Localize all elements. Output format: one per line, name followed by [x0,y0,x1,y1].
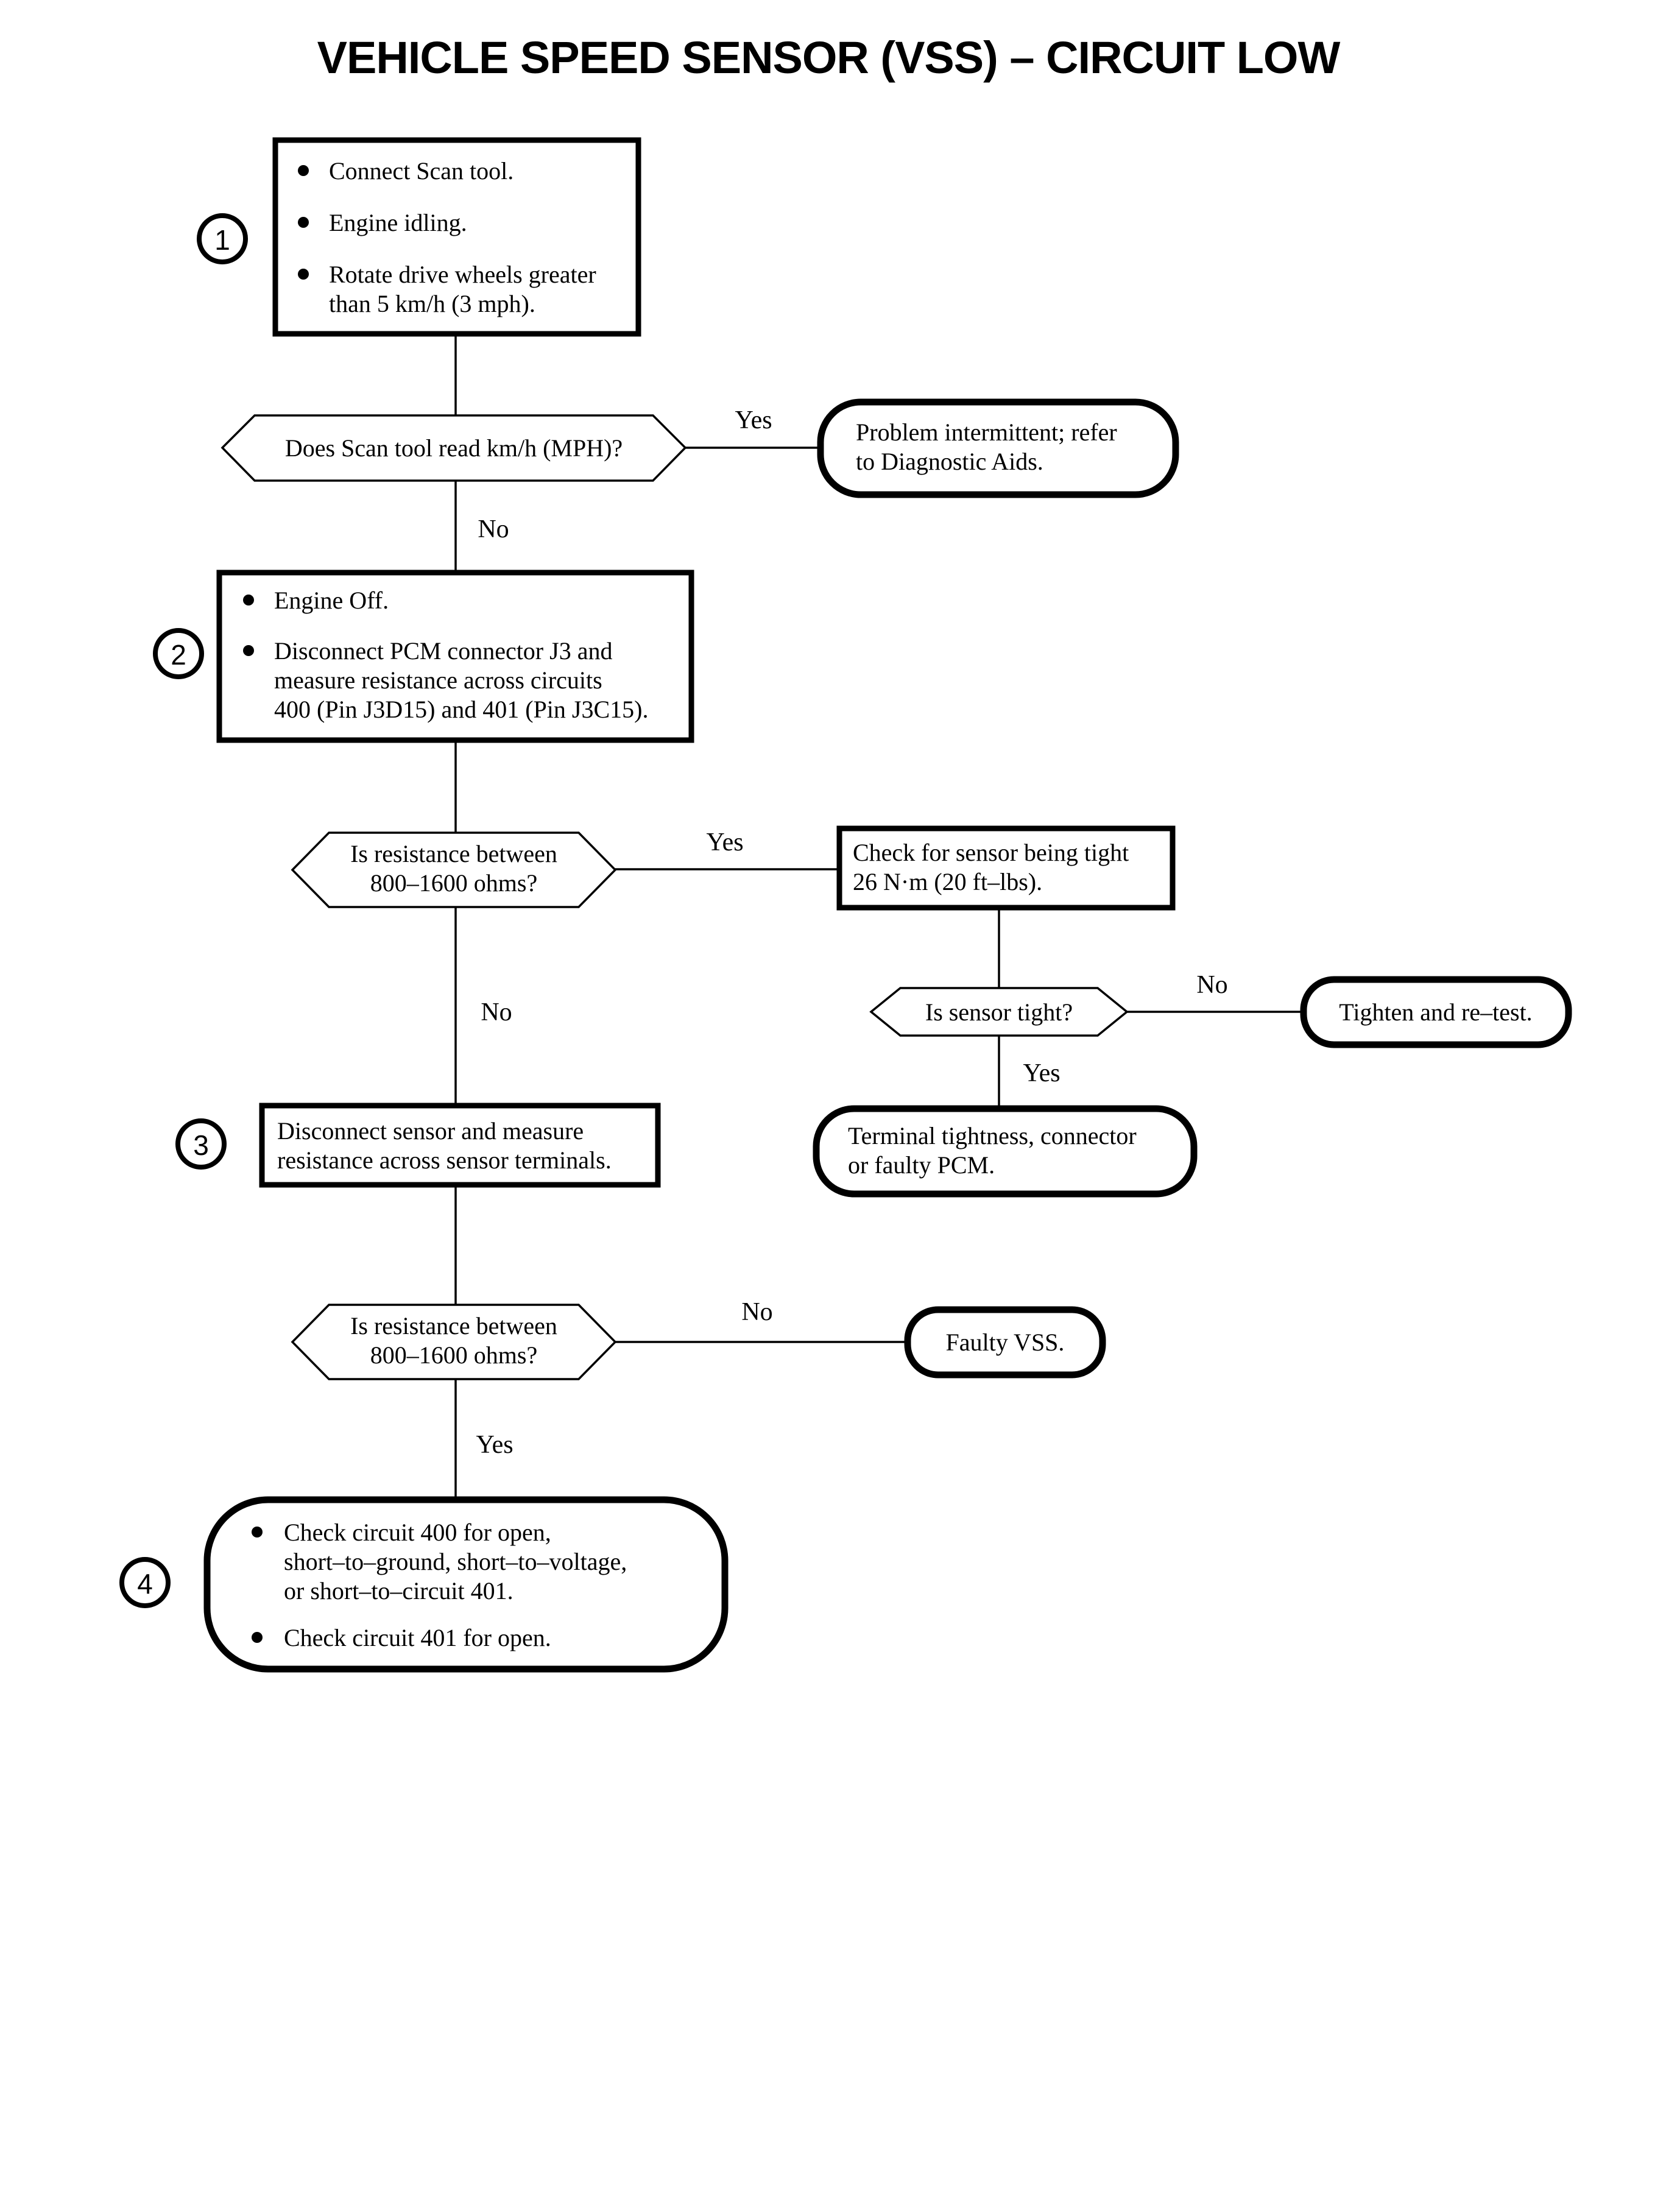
decision2-line-1: Is resistance between [350,840,557,867]
bullet-dot-icon [298,217,309,228]
process-check-sensor-tight[interactable] [836,825,1176,911]
step4-line-4: Check circuit 401 for open. [284,1624,551,1651]
page-title: VEHICLE SPEED SENSOR (VSS) – CIRCUIT LOW [317,32,1341,83]
process-tight-line-2: 26 N·m (20 ft–lbs). [853,868,1042,895]
decision3-line-2: 800–1600 ohms? [370,1341,537,1369]
step2-line-2: Disconnect PCM connector J3 and [274,637,612,665]
terminal-tighten-retest[interactable] [1300,976,1572,1048]
step-marker-2 [153,628,204,679]
decision-sensor-tight-yes-label: Yes [1023,1059,1060,1087]
step1-line-4: than 5 km/h (3 mph). [329,290,535,317]
step3-box[interactable] [259,1103,661,1188]
step2-line-1: Engine Off. [274,587,389,614]
step1-line-1: Connect Scan tool. [329,157,514,185]
step-marker-3-label: 3 [193,1129,209,1161]
bullet-dot-icon [243,595,254,605]
decision1-yes-label: Yes [735,406,772,434]
decision3-line-1: Is resistance between [350,1312,557,1340]
terminal-pcm-line-2: or faulty PCM. [848,1151,995,1179]
step-marker-4 [119,1557,171,1608]
decision3-yes-label: Yes [476,1431,513,1459]
step-marker-1-label: 1 [214,224,230,256]
step-marker-1 [197,213,248,264]
bullet-dot-icon [243,645,254,656]
step2-box[interactable] [216,570,694,743]
step4-line-2: short–to–ground, short–to–voltage, [284,1548,627,1575]
decision1-hexagon[interactable] [221,414,687,482]
decision3-hexagon[interactable] [291,1304,617,1380]
bullet-dot-icon [252,1527,263,1537]
step4-line-3: or short–to–circuit 401. [284,1577,514,1605]
step3-line-2: resistance across sensor terminals. [277,1146,612,1174]
step4-box[interactable] [203,1496,729,1673]
terminal-pcm-line-1: Terminal tightness, connector [848,1122,1137,1149]
decision2-line-2: 800–1600 ohms? [370,869,537,897]
terminal-tighten-label: Tighten and re–test. [1339,998,1532,1026]
step2-line-3: measure resistance across circuits [274,666,602,694]
step-marker-3 [175,1118,227,1170]
step1-box[interactable] [272,137,641,337]
decision-sensor-tight-no-label: No [1196,971,1227,999]
terminal1-line-1: Problem intermittent; refer [856,418,1117,446]
decision2-no-label: No [481,998,512,1026]
decision1-label: Does Scan tool read km/h (MPH)? [285,434,623,462]
terminal-problem-intermittent[interactable] [817,398,1179,498]
terminal-faulty-vss[interactable] [904,1306,1106,1379]
terminal1-line-2: to Diagnostic Aids. [856,448,1043,475]
step4-line-1: Check circuit 400 for open, [284,1519,551,1546]
process-tight-line-1: Check for sensor being tight [853,839,1129,866]
step-marker-2-label: 2 [171,639,186,671]
decision-sensor-tight-label: Is sensor tight? [925,998,1073,1026]
bullet-dot-icon [298,165,309,176]
decision2-yes-label: Yes [706,828,743,856]
step2-line-4: 400 (Pin J3D15) and 401 (Pin J3C15). [274,696,648,723]
decision2-hexagon[interactable] [291,831,617,908]
connector-layer [454,334,1304,1500]
bullet-dot-icon [252,1632,263,1643]
decision3-no-label: No [741,1298,772,1326]
decision-sensor-tight-hexagon[interactable] [869,987,1129,1037]
bullet-dot-icon [298,269,309,280]
decision1-no-label: No [478,515,509,543]
step1-line-2: Engine idling. [329,209,467,236]
step-marker-4-label: 4 [137,1568,153,1600]
terminal-tightness-or-pcm[interactable] [813,1105,1198,1198]
step1-line-3: Rotate drive wheels greater [329,261,596,288]
step3-line-1: Disconnect sensor and measure [277,1117,584,1145]
terminal-faulty-vss-label: Faulty VSS. [946,1329,1065,1356]
